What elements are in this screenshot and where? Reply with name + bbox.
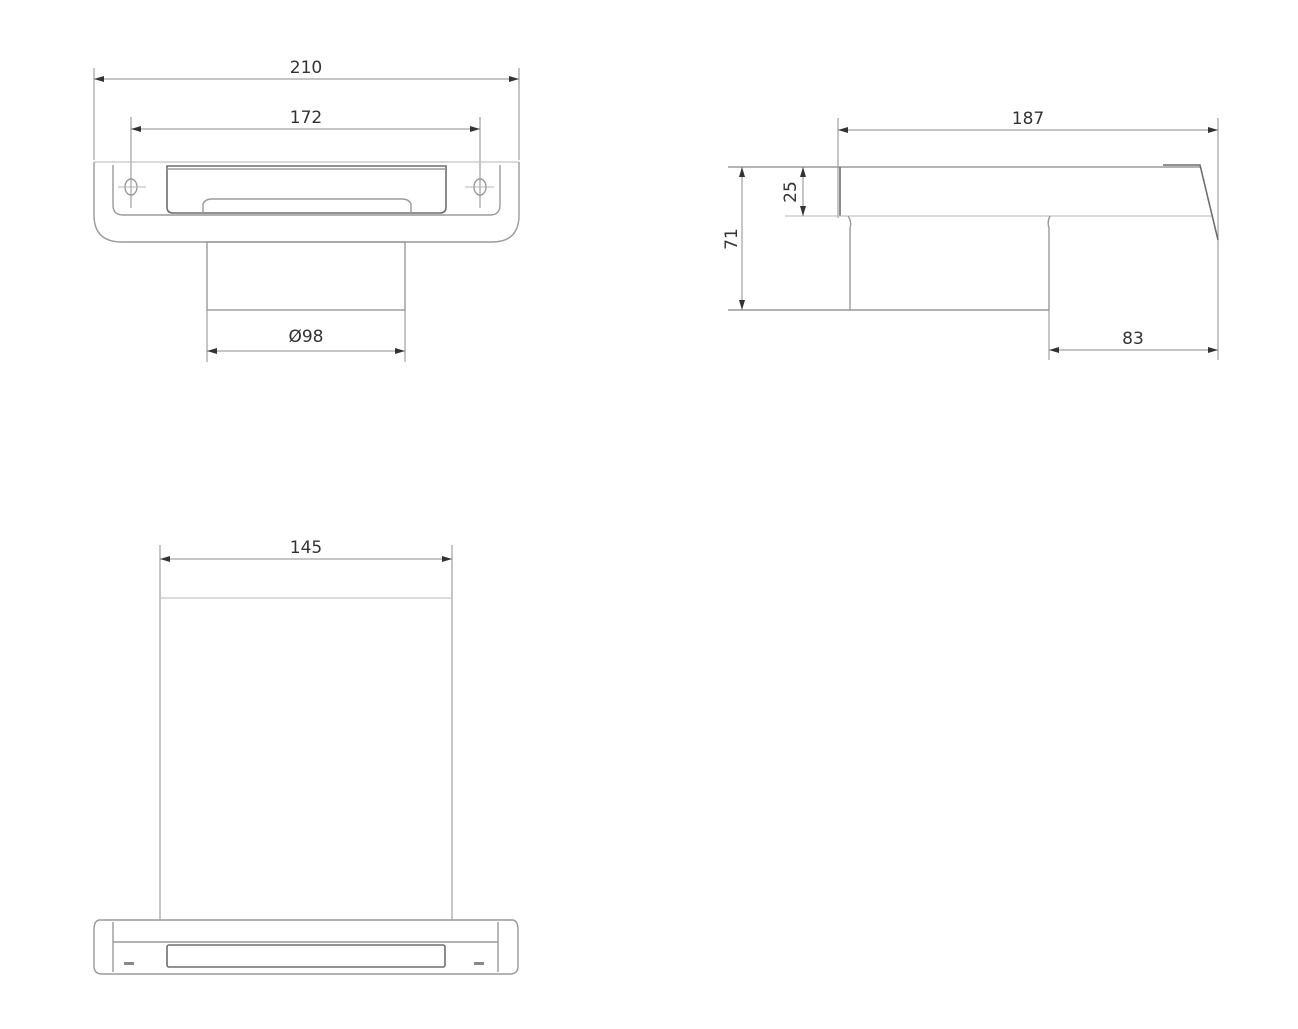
- front-view: 210 172 Ø98: [93, 58, 520, 362]
- dim-label-145: 145: [290, 538, 322, 558]
- dim-label-71: 71: [722, 228, 742, 250]
- grate-slot: [166, 944, 446, 968]
- top-view: 145: [93, 538, 519, 975]
- dim-label-210: 210: [290, 58, 322, 78]
- mounting-hole-right-icon: [465, 178, 494, 196]
- grate-lip: [202, 198, 412, 213]
- flange-outline: [93, 162, 520, 243]
- dimension-overall-width: 210: [93, 58, 520, 160]
- screw-cap-right-icon: [474, 962, 484, 965]
- dim-label-outlet-diameter: Ø98: [288, 327, 323, 347]
- mounting-hole-left-icon: [118, 178, 146, 196]
- grate-slope: [1163, 164, 1219, 241]
- dim-label-187: 187: [1012, 109, 1044, 129]
- dim-label-83: 83: [1122, 329, 1144, 349]
- dim-label-172: 172: [290, 108, 322, 128]
- outlet-pipe: [206, 241, 406, 311]
- dimension-hole-spacing: 172: [130, 108, 481, 208]
- grate-recess: [166, 165, 447, 214]
- flange-outline-top: [93, 919, 519, 975]
- screw-cap-left-icon: [124, 962, 134, 965]
- flange-inner-outline: [112, 165, 501, 216]
- side-view: 187 71 25 83: [722, 109, 1219, 360]
- dim-label-25: 25: [781, 181, 801, 203]
